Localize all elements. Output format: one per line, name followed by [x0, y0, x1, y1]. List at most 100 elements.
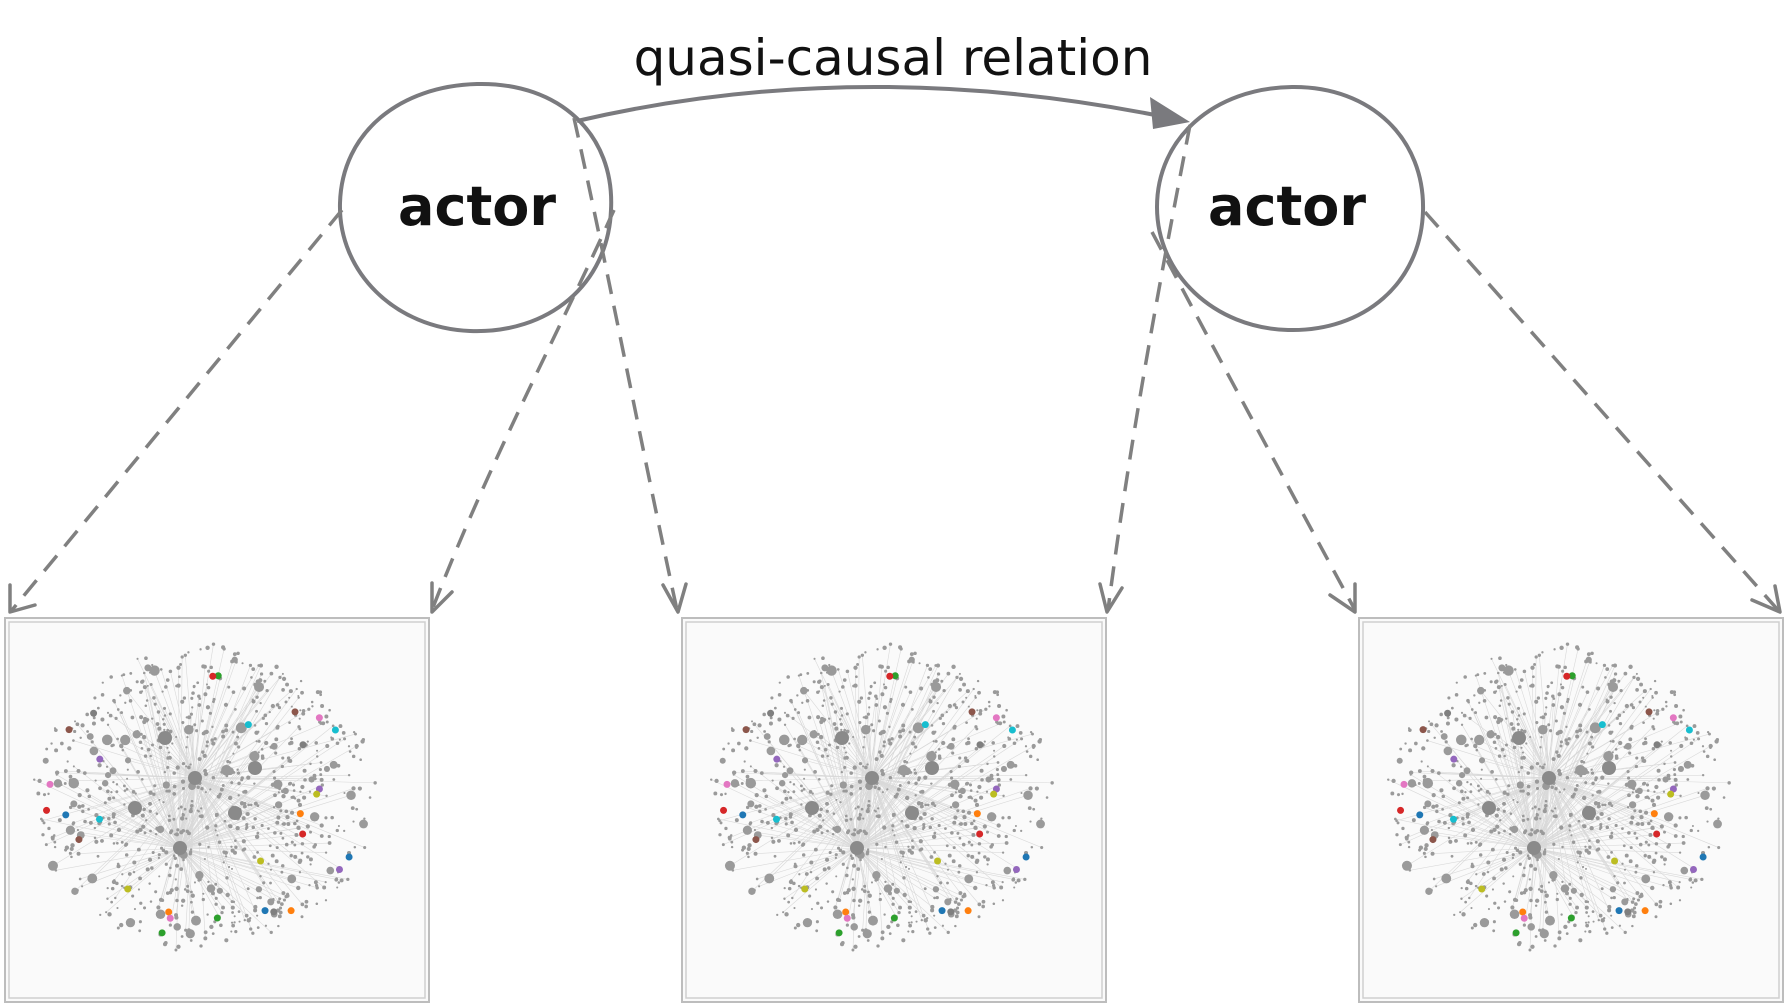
- network-node: [740, 769, 745, 773]
- network-node: [107, 912, 112, 917]
- network-node: [126, 768, 129, 771]
- network-node: [68, 777, 80, 789]
- network-node: [953, 900, 958, 904]
- network-node: [187, 651, 190, 654]
- network-node: [858, 720, 862, 725]
- network-node: [1447, 836, 1451, 840]
- network-node: [203, 771, 209, 777]
- network-node: [1656, 795, 1661, 800]
- network-node: [808, 894, 812, 898]
- network-highlight-node: [95, 815, 103, 823]
- network-node: [1511, 853, 1515, 857]
- network-node: [265, 688, 269, 693]
- network-node: [288, 696, 291, 699]
- network-node: [1605, 667, 1610, 672]
- network-node: [817, 747, 821, 750]
- network-node: [944, 862, 947, 865]
- network-node: [209, 924, 214, 930]
- network-node: [101, 681, 104, 684]
- network-node: [251, 698, 254, 701]
- network-node: [1618, 740, 1623, 746]
- network-node: [1543, 939, 1547, 942]
- network-node: [879, 892, 882, 895]
- network-node: [1486, 870, 1490, 874]
- network-node: [1505, 743, 1508, 747]
- network-node: [731, 869, 735, 872]
- network-node: [854, 807, 857, 810]
- network-node: [1559, 740, 1563, 744]
- network-node: [957, 902, 961, 906]
- network-node: [940, 679, 944, 683]
- network-node: [745, 774, 750, 779]
- network-node: [1618, 924, 1622, 927]
- network-node: [839, 722, 843, 726]
- network-highlight-node: [1598, 721, 1606, 729]
- network-node: [923, 887, 927, 891]
- network-node: [874, 703, 879, 707]
- network-node: [778, 734, 790, 746]
- network-node: [1493, 715, 1498, 720]
- network-node: [1600, 887, 1604, 891]
- network-node: [972, 819, 976, 823]
- network-node: [308, 883, 311, 887]
- network-node: [1441, 794, 1446, 799]
- network-node: [247, 803, 251, 807]
- network-node: [768, 721, 773, 726]
- network-node: [1461, 912, 1466, 917]
- network-node: [1610, 896, 1613, 900]
- network-node: [1460, 897, 1463, 900]
- network-node: [1713, 819, 1722, 829]
- network-node: [1673, 773, 1677, 777]
- network-node: [1607, 724, 1611, 727]
- network-node: [97, 763, 102, 768]
- network-node: [832, 826, 837, 831]
- network-panel-1: [4, 617, 430, 1003]
- network-node: [161, 848, 166, 853]
- network-node: [190, 910, 195, 914]
- network-node: [107, 816, 111, 821]
- network-node: [996, 693, 1000, 697]
- network-node: [278, 675, 282, 680]
- network-node: [820, 754, 825, 758]
- network-node: [719, 821, 723, 825]
- network-node: [339, 878, 344, 883]
- network-node: [751, 720, 754, 723]
- network-node: [200, 719, 204, 723]
- network-node: [1628, 751, 1632, 755]
- network-node: [757, 804, 762, 808]
- network-node: [37, 778, 42, 784]
- network-node: [1565, 776, 1570, 780]
- network-node: [179, 816, 185, 821]
- network-node: [898, 729, 902, 734]
- network-highlight-node: [313, 790, 321, 798]
- network-node: [790, 820, 794, 825]
- network-node: [1516, 722, 1520, 726]
- network-node: [866, 939, 870, 942]
- network-node: [248, 663, 253, 667]
- network-node: [162, 722, 166, 726]
- network-node: [327, 834, 331, 839]
- network-node: [1468, 716, 1472, 720]
- network-node: [946, 881, 949, 885]
- network-node: [257, 751, 260, 754]
- network-node: [907, 867, 910, 870]
- network-node: [1519, 891, 1524, 895]
- network-node: [985, 857, 990, 862]
- network-node: [718, 833, 722, 837]
- network-node: [907, 659, 912, 664]
- network-node: [1473, 694, 1476, 697]
- network-node: [819, 734, 824, 740]
- network-node: [1575, 729, 1579, 734]
- network-node: [1522, 729, 1527, 734]
- network-node: [826, 829, 829, 833]
- network-node: [175, 735, 178, 739]
- network-node: [99, 913, 102, 916]
- network-node: [337, 825, 340, 828]
- network-node: [1567, 737, 1571, 741]
- network-node: [1609, 886, 1617, 893]
- network-node: [841, 862, 845, 866]
- network-highlight-node: [1563, 672, 1571, 680]
- network-node: [111, 879, 117, 885]
- network-node: [875, 877, 879, 882]
- network-hub-node: [835, 731, 849, 745]
